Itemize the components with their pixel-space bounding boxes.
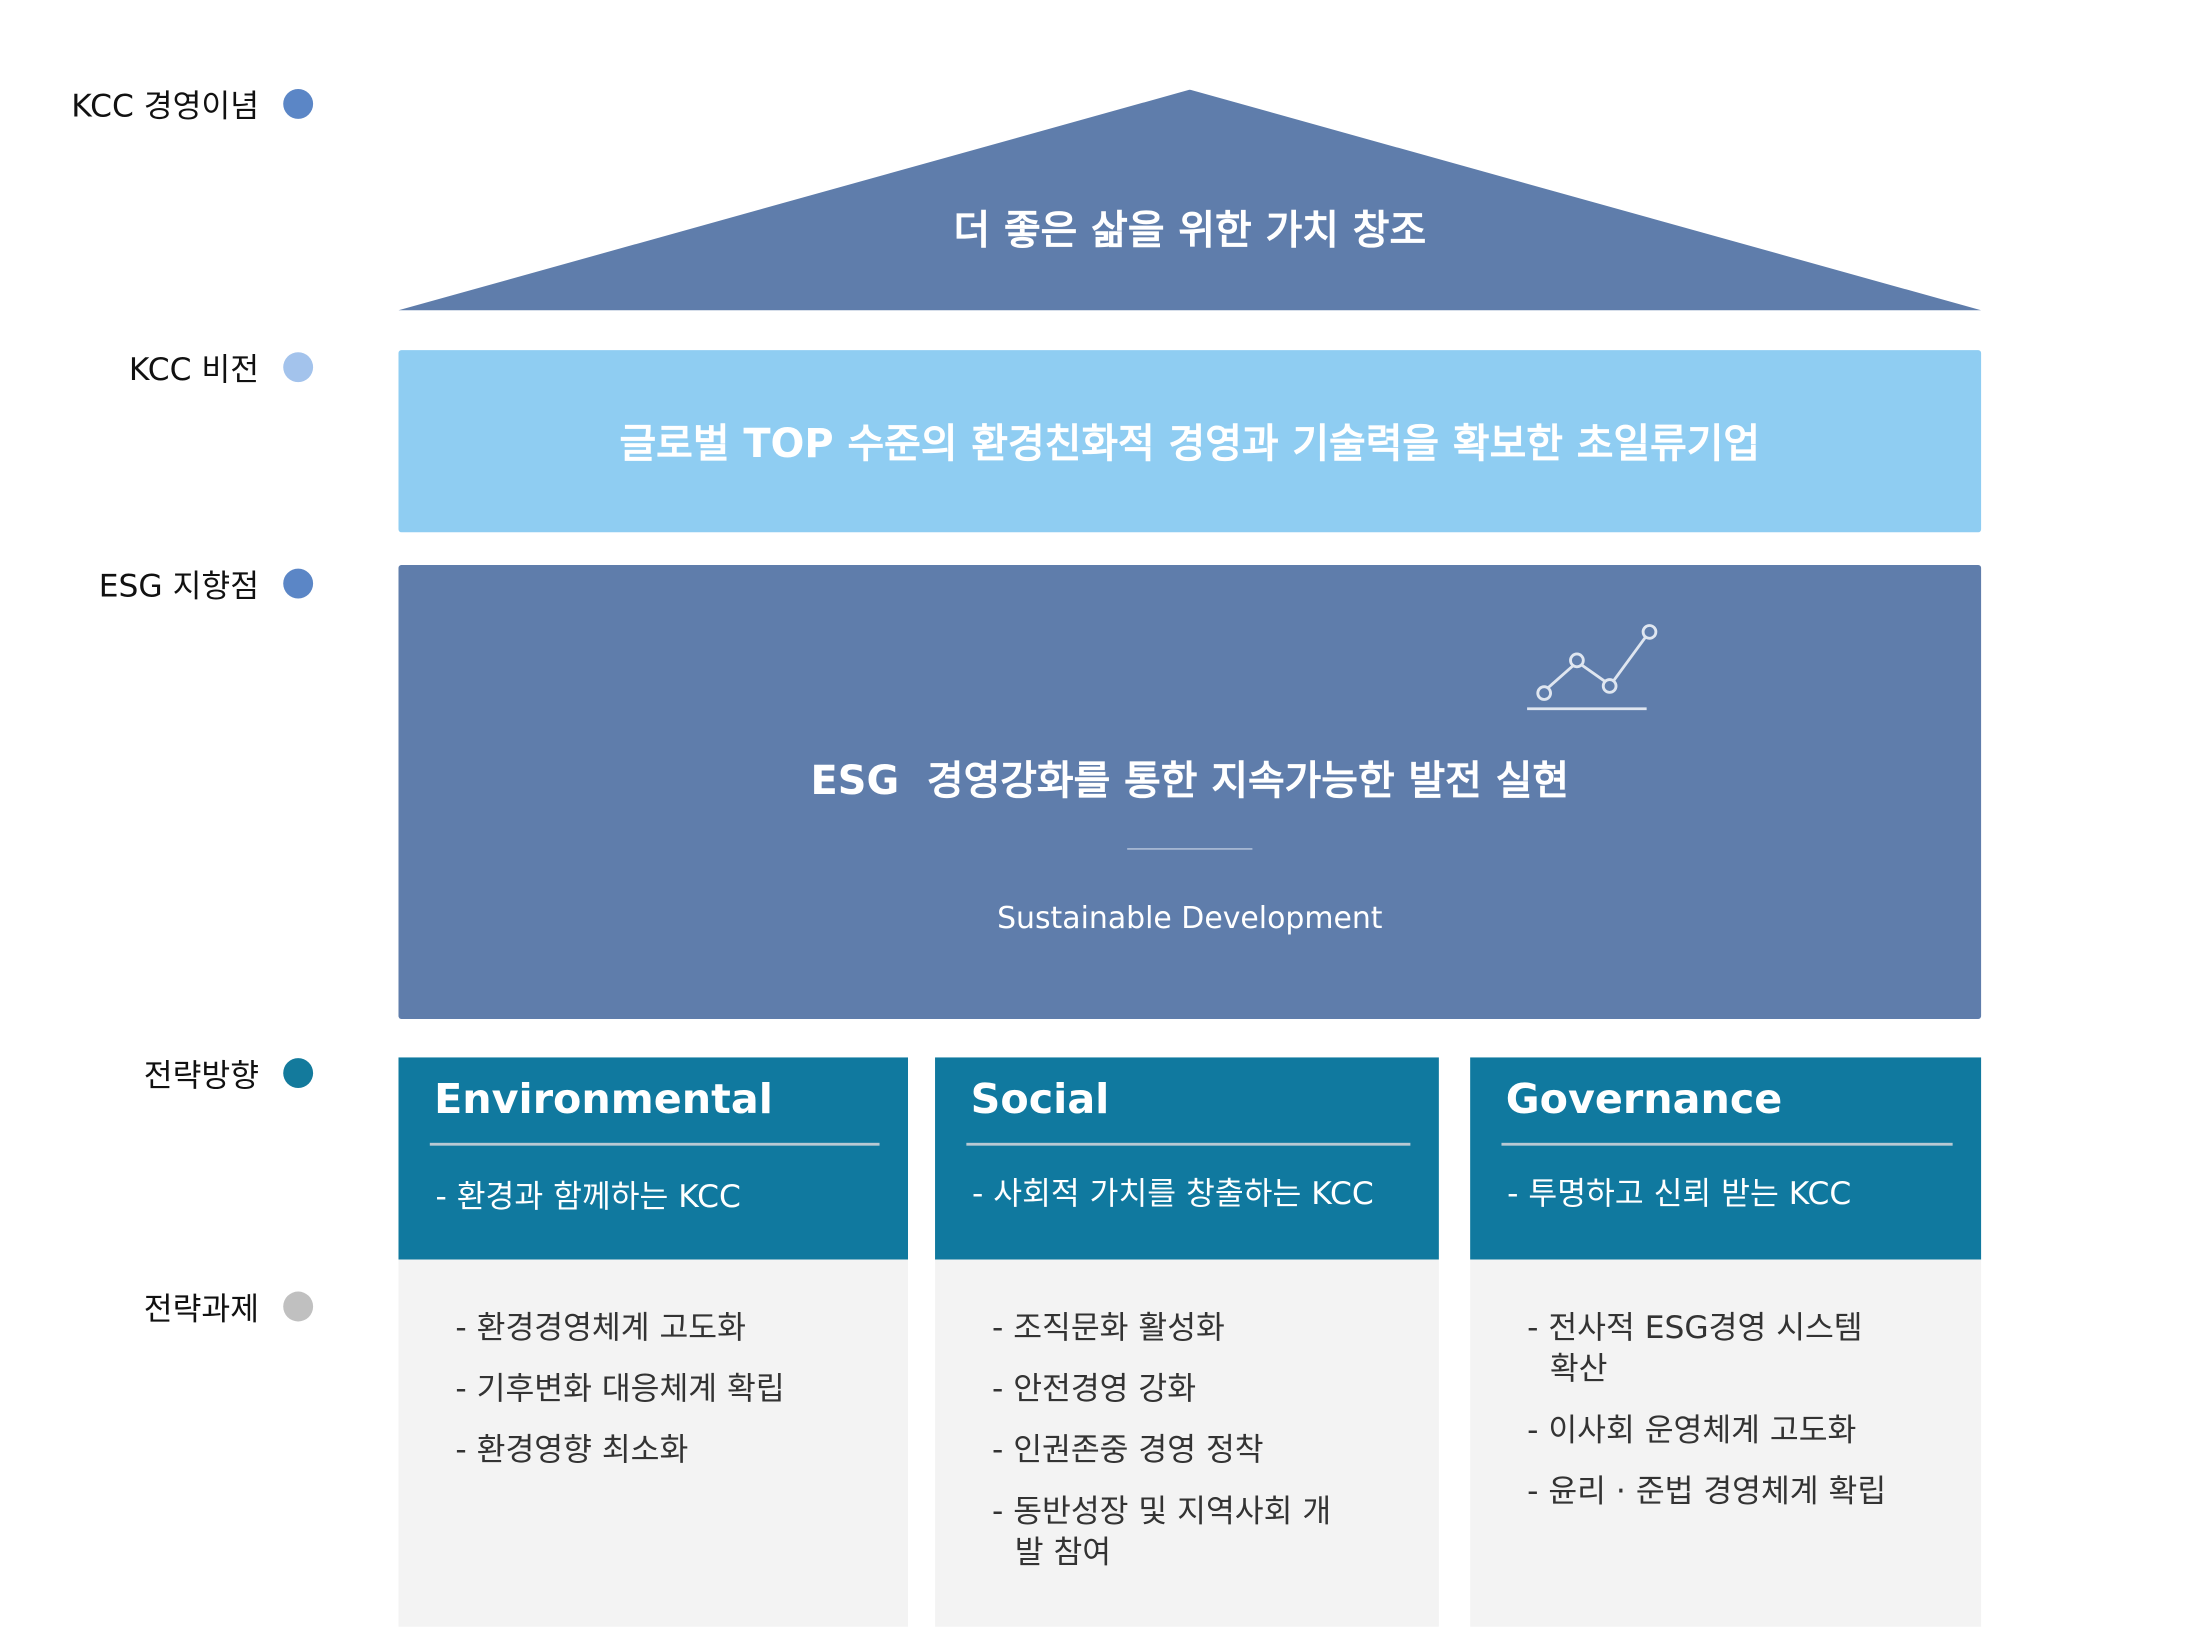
bullet-dot-icon — [283, 568, 314, 599]
label-strategy-direction: 전략방향 — [143, 1058, 260, 1095]
divider — [429, 1142, 880, 1146]
vision-box: 글로벌 TOP 수준의 환경친화적 경영과 기술력을 확보한 초일류기업 — [398, 350, 1982, 533]
column-title: Social — [970, 1074, 1110, 1123]
column-subtitle: - 사회적 가치를 창출하는 KCC — [972, 1176, 1374, 1213]
divider — [1127, 848, 1253, 850]
label-strategy-tasks: 전략과제 — [143, 1292, 260, 1328]
bullet-dot-icon — [283, 88, 314, 119]
label-philosophy: KCC 경영이념 — [71, 89, 260, 126]
label-esg-goal: ESG 지향점 — [98, 569, 260, 605]
esg-goal-box: ESG 경영강화를 통한 지속가능한 발전 실현 Sustainable Dev… — [398, 565, 1982, 1020]
label-vision: KCC 비전 — [128, 352, 260, 389]
vision-text: 글로벌 TOP 수준의 환경친화적 경영과 기술력을 확보한 초일류기업 — [619, 419, 1761, 467]
esg-subtitle: Sustainable Development — [997, 900, 1383, 936]
esg-title: ESG 경영강화를 통한 지속가능한 발전 실현 — [810, 757, 1570, 805]
task-item: - 전사적 ESG경영 시스템 확산 — [1527, 1310, 1863, 1388]
line-chart-icon — [1527, 624, 1658, 711]
column-environmental: Environmental - 환경과 함께하는 KCC - 환경경영체계 고도화… — [398, 1057, 909, 1627]
task-item: - 동반성장 및 지역사회 개발 참여 — [991, 1494, 1332, 1572]
task-item: - 기후변화 대응체계 확립 — [455, 1371, 785, 1408]
column-governance: Governance - 투명하고 신뢰 받는 KCC - 전사적 ESG경영 시… — [1470, 1057, 1982, 1627]
task-item: - 환경경영체계 고도화 — [455, 1310, 746, 1347]
column-title: Governance — [1505, 1074, 1783, 1123]
column-title: Environmental — [434, 1074, 773, 1123]
task-item: - 환경영향 최소화 — [455, 1433, 689, 1469]
task-item: - 인권존중 경영 정착 — [991, 1433, 1264, 1469]
roof-triangle — [398, 89, 1982, 311]
bullet-dot-icon — [283, 1291, 314, 1322]
task-item: - 윤리 · 준법 경영체계 확립 — [1527, 1474, 1887, 1511]
bullet-dot-icon — [283, 352, 314, 383]
column-subtitle: - 투명하고 신뢰 받는 KCC — [1507, 1176, 1852, 1213]
column-subtitle: - 환경과 함께하는 KCC — [435, 1179, 741, 1216]
divider — [966, 1142, 1411, 1146]
bullet-dot-icon — [283, 1058, 314, 1089]
task-item: - 조직문화 활성화 — [991, 1310, 1225, 1347]
divider — [1501, 1142, 1953, 1146]
column-social: Social - 사회적 가치를 창출하는 KCC - 조직문화 활성화 - 안전… — [935, 1057, 1439, 1627]
task-item: - 안전경영 강화 — [991, 1371, 1197, 1408]
task-item: - 이사회 운영체계 고도화 — [1527, 1413, 1857, 1449]
philosophy-text: 더 좋은 삶을 위한 가치 창조 — [953, 206, 1427, 254]
